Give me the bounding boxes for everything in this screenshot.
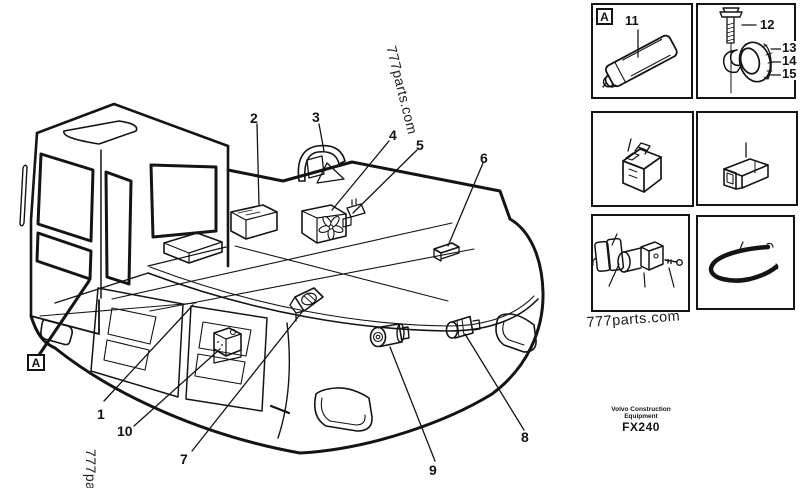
detail-box-18-21: 18 19 20 21	[591, 214, 690, 312]
detail-box-16: 16	[591, 111, 694, 207]
callout-8: 8	[521, 429, 529, 445]
excavator-line-drawing	[19, 102, 545, 462]
watermark-vertical: 777parts.com	[83, 449, 99, 488]
callout-2: 2	[250, 110, 258, 126]
detail-label-14: 14	[781, 53, 798, 68]
leader-lines	[103, 123, 525, 462]
callout-7: 7	[180, 451, 188, 467]
part-11-drawing	[602, 29, 678, 88]
detail-label-11: 11	[624, 13, 640, 28]
view-a-leader	[37, 279, 91, 357]
part-17-drawing	[723, 142, 769, 190]
callout-9: 9	[429, 462, 437, 478]
detail-box-12-15: 12	[696, 3, 796, 99]
brand-block: Volvo Construction Equipment FX240	[601, 406, 681, 434]
brand-line2: Equipment	[624, 413, 658, 420]
view-marker-a: A	[27, 354, 45, 371]
callout-10: 10	[117, 423, 133, 439]
part-16-drawing	[622, 138, 662, 193]
callout-3: 3	[312, 109, 320, 125]
detail-view-marker-a: A	[596, 8, 613, 25]
part-12-15-drawing	[719, 7, 783, 94]
detail-box-22: 22	[696, 215, 795, 310]
detail-label-12: 12	[759, 17, 776, 32]
detail-label-13: 13	[781, 40, 798, 55]
callout-4: 4	[389, 127, 397, 143]
callout-1: 1	[97, 406, 105, 422]
callout-5: 5	[416, 137, 424, 153]
part-18-21-drawing	[593, 233, 683, 288]
brand-model: FX240	[622, 420, 660, 434]
brand-line1: Volvo Construction	[611, 406, 671, 413]
callout-6: 6	[480, 150, 488, 166]
detail-box-a-11: A 11	[591, 3, 693, 99]
detail-label-15: 15	[781, 66, 798, 81]
part-22-drawing	[708, 241, 779, 283]
detail-box-17: 17	[696, 111, 798, 206]
